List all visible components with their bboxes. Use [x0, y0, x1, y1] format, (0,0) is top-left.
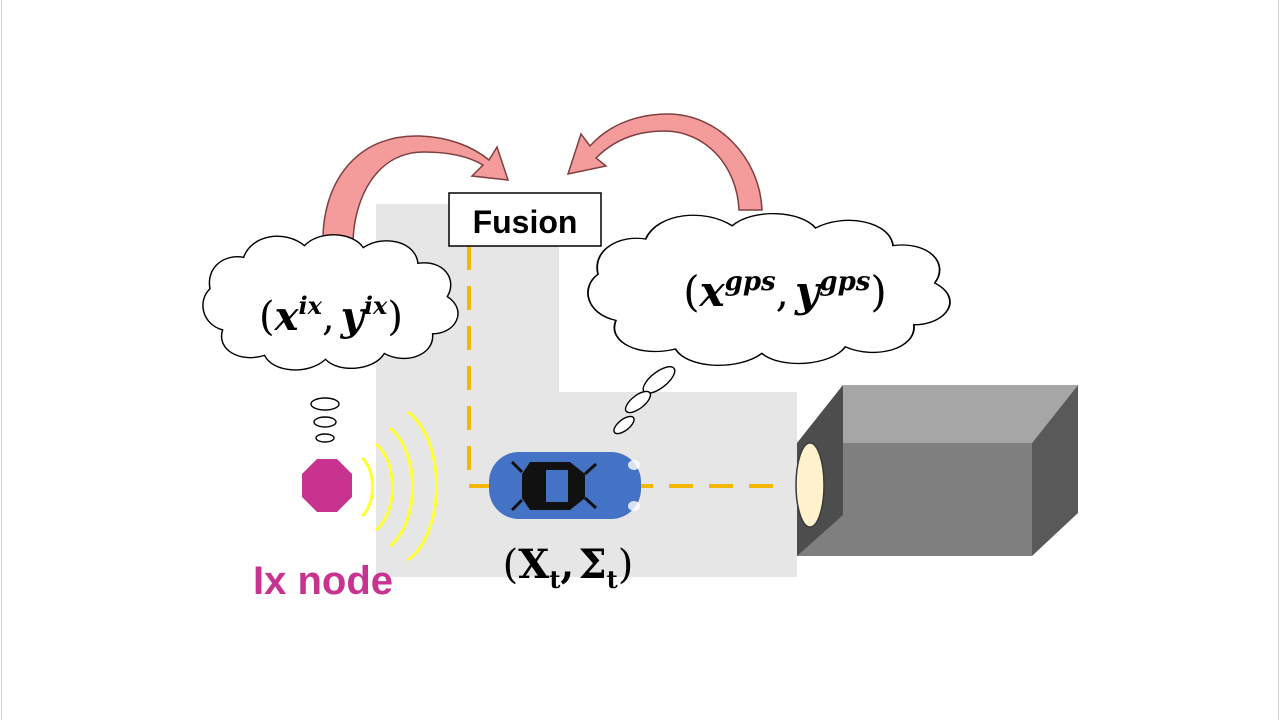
building-entrance [795, 442, 825, 528]
fusion-box: Fusion [448, 192, 602, 247]
ix-node-label: Ix node [253, 559, 393, 603]
road-area [376, 204, 797, 577]
wireless-signal-icon [360, 410, 438, 562]
ix-estimate-cloud: (xix,yix) [202, 234, 459, 371]
gps-estimate-text: (xgps,ygps) [683, 267, 887, 316]
ix-node-marker [302, 459, 352, 512]
ix-to-fusion-arrow [322, 135, 510, 243]
gps-estimate-cloud: (xgps,ygps) [587, 212, 951, 367]
gps-thought-bubbles [613, 366, 676, 435]
gps-to-fusion-arrow [566, 113, 763, 211]
fusion-label: Fusion [473, 204, 578, 240]
vehicle-state-label: (Xt,Σt) [503, 541, 634, 594]
ix-thought-bubbles [310, 397, 340, 443]
vehicle-path [467, 246, 782, 488]
building [795, 385, 1078, 556]
car-icon [489, 452, 641, 519]
ix-estimate-text: (xix,yix) [259, 291, 403, 340]
